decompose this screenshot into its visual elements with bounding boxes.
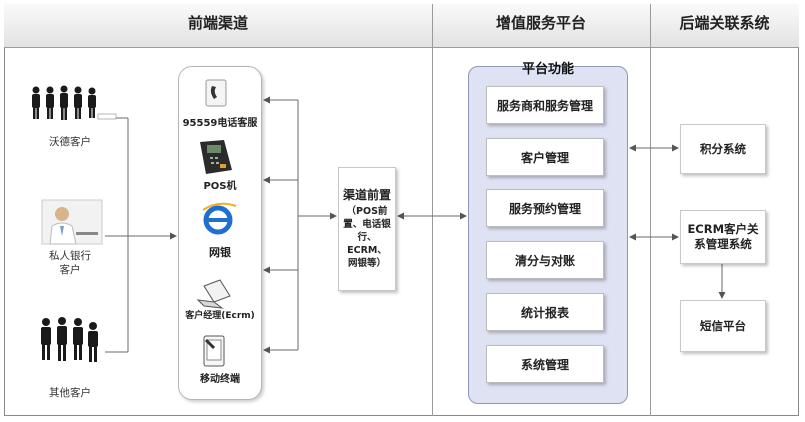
group-people-icon <box>32 85 117 120</box>
column-title-backend: 后端关联系统 <box>679 14 770 32</box>
businessman-photo-icon <box>41 199 103 245</box>
internet-explorer-icon <box>202 202 237 235</box>
backend-system: 短信平台 <box>680 300 766 352</box>
column-title-platform: 增值服务平台 <box>495 14 586 32</box>
customer-label: 私人银行 客户 <box>49 250 91 277</box>
phone-icon <box>205 79 227 107</box>
pos-terminal-icon <box>200 140 232 174</box>
group-people-icon <box>41 317 98 362</box>
customer-label: 沃德客户 <box>49 136 91 148</box>
channel-label: 客户经理(Ecrm) <box>185 311 255 321</box>
platform-function: 客户管理 <box>486 138 604 176</box>
platform-function: 服务商和服务管理 <box>486 86 604 124</box>
column-divider <box>432 4 433 416</box>
channel-front-title: 渠道前置 <box>343 187 392 202</box>
platform-function: 服务预约管理 <box>486 189 604 227</box>
channel-label: 移动终端 <box>200 374 240 385</box>
customer-label: 其他客户 <box>49 387 91 399</box>
laptop-icon <box>196 279 231 309</box>
channel-front-detail: （POS前置、电话银行、ECRM、网银等） <box>343 206 391 269</box>
channel-front-box: 渠道前置 （POS前置、电话银行、ECRM、网银等） <box>338 167 396 291</box>
header-bar <box>4 4 799 48</box>
backend-system: 积分系统 <box>680 124 766 174</box>
backend-system: ECRM客户关系管理系统 <box>680 210 766 264</box>
channel-label: 95559电话客服 <box>182 118 258 129</box>
platform-function: 清分与对账 <box>486 241 604 279</box>
platform-function: 统计报表 <box>486 293 604 331</box>
platform-title: 平台功能 <box>521 62 574 77</box>
platform-function: 系统管理 <box>486 345 604 383</box>
column-title-front: 前端渠道 <box>187 14 248 32</box>
mobile-device-icon <box>203 335 225 367</box>
channel-label: 网银 <box>209 246 231 259</box>
column-divider <box>650 4 651 416</box>
channel-label: POS机 <box>203 181 237 192</box>
